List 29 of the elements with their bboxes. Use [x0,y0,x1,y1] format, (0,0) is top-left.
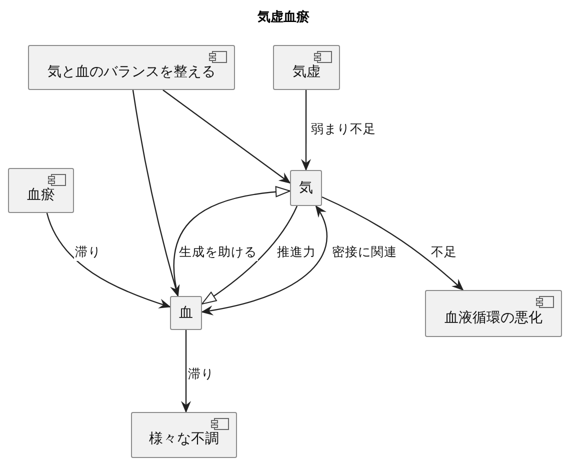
component-box [28,45,235,90]
arrow [181,330,191,413]
node-text: 気 [298,179,314,197]
node-text: 血液循環の悪化 [444,309,544,327]
diagram-title: 気虚血瘀 [256,8,310,26]
arrow [301,90,311,171]
arrow [322,196,464,291]
component-box [131,412,237,458]
edge-label: 生成を助ける [178,244,258,261]
arrow [202,206,298,304]
concept-box [290,170,322,206]
component-box [425,290,562,337]
component-box [273,45,340,90]
arrow [201,205,328,315]
arrow [162,90,291,184]
arrow [132,90,180,297]
component-box [8,168,74,213]
node-text: 気と血のバランスを整える [46,63,216,81]
arrow [46,212,171,308]
edge-label: 密接に関連 [331,244,398,261]
arrow [173,186,290,296]
concept-box [170,296,202,330]
node-text: 血瘀 [26,186,56,204]
edge-label: 推進力 [276,244,317,261]
edge-label: 弱まり不足 [310,121,377,138]
edge-label: 不足 [430,244,458,261]
node-text: 気虚 [292,63,322,81]
node-text: 様々な不調 [148,430,220,448]
node-text: 血 [178,304,194,322]
